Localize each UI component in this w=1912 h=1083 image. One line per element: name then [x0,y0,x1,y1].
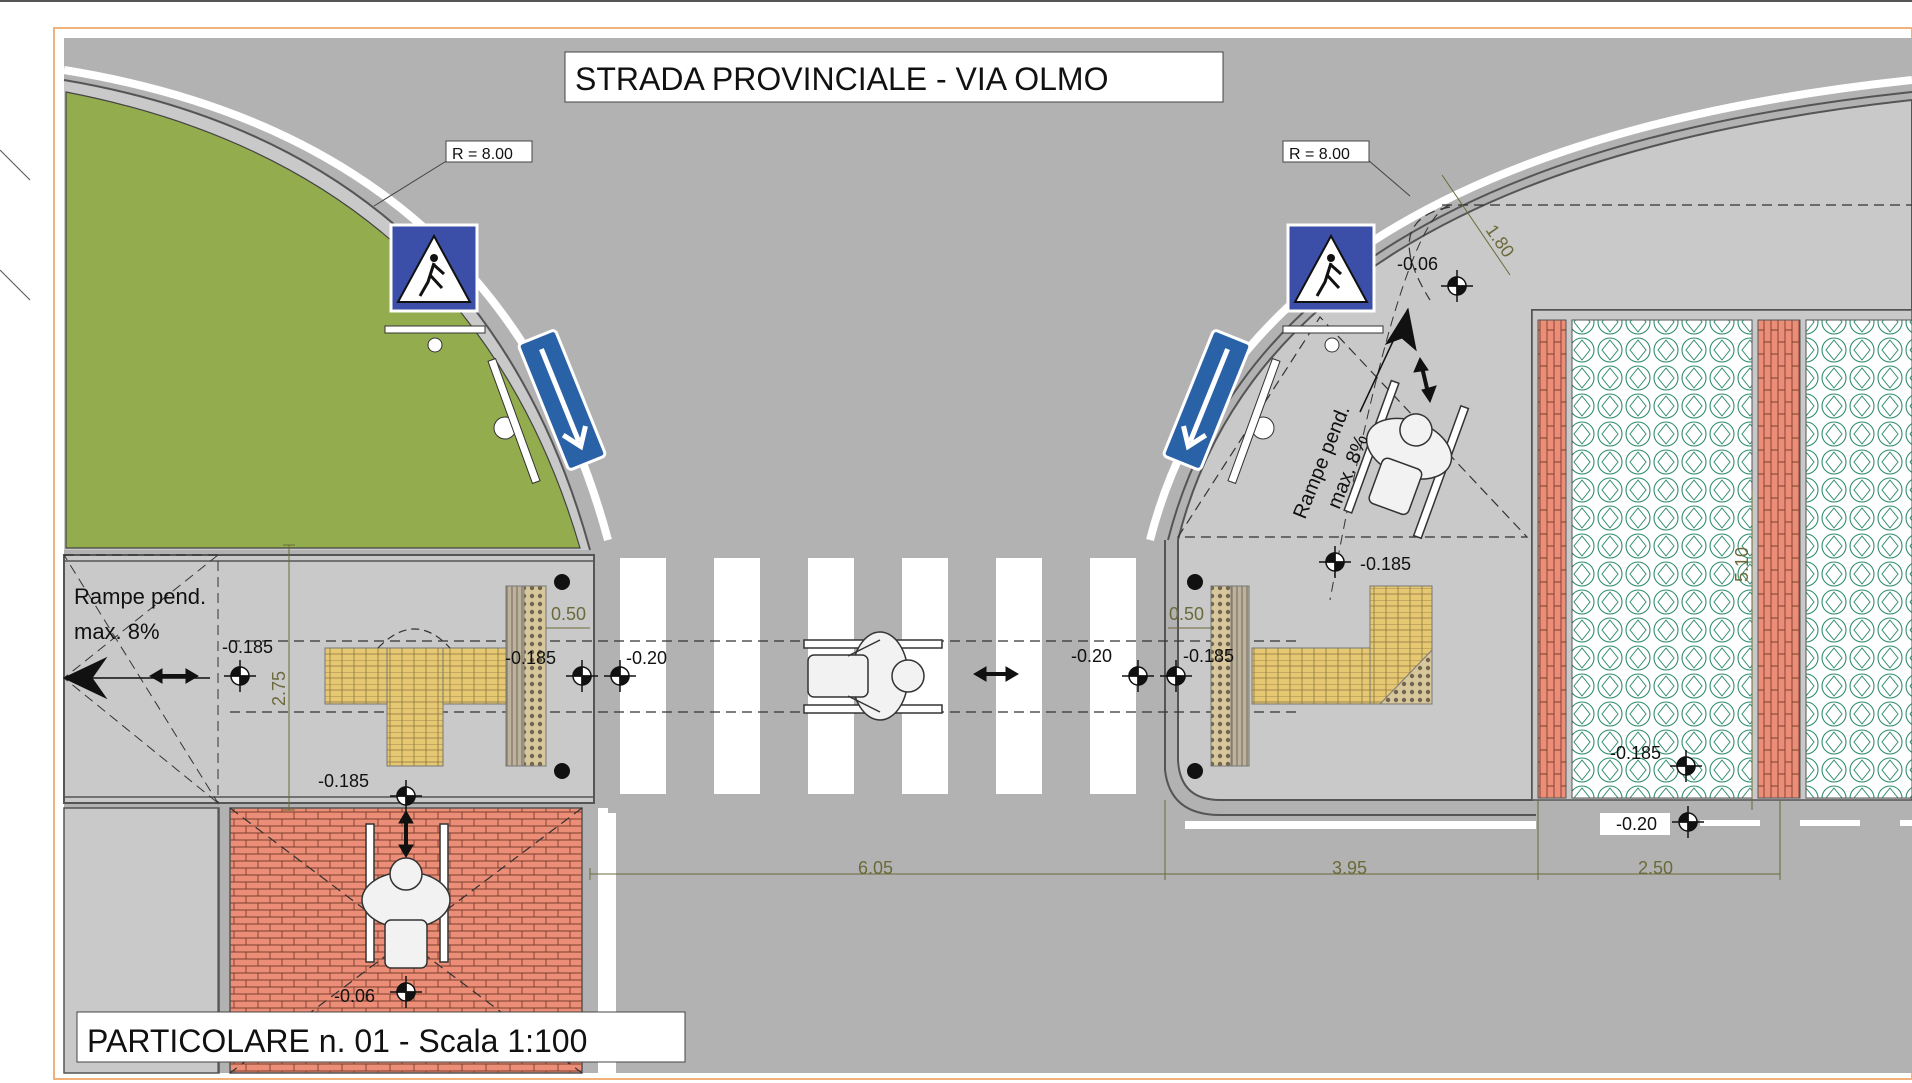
dim-050-right: 0.50 [1169,604,1204,624]
bollards [554,574,1203,779]
brick-strip-2 [1757,319,1801,799]
right-sidewalk [1177,98,1912,801]
pedestrian-sign-icon-left [389,223,479,313]
elev-right-mid: -0.185 [1360,554,1411,574]
pedestrian-sign-icon-right [1286,223,1376,313]
elev-parking: -0.185 [1610,743,1661,763]
dim-395: 3.95 [1332,858,1367,878]
direction-arrow-icon-right [1162,329,1252,471]
ramp-label-left-2: max. 8% [74,619,160,644]
double-arrow-icons [62,307,1437,858]
wheelchair-icon-crossing [803,631,943,721]
elev-right-road: -0.20 [1071,646,1112,666]
ramp-label-left-1: Rampe pend. [74,584,206,609]
elev-right-inner: -0.185 [1183,646,1234,666]
page-title: STRADA PROVINCIALE - VIA OLMO [575,61,1108,97]
dim-250: 2.50 [1638,858,1673,878]
wheelchair-icon-left [361,823,451,969]
grass-paver-2 [1805,319,1912,799]
brick-strip-1 [1537,319,1567,799]
elev-parking-road: -0.20 [1616,814,1657,834]
dim-275: 2.75 [269,671,289,706]
elev-bottom-ramp: -0.06 [334,986,375,1006]
footer-scale-label: PARTICOLARE n. 01 - Scala 1:100 [87,1023,587,1059]
dim-510: 5.10 [1732,547,1752,582]
tactile-left-v [386,647,444,767]
dim-605: 6.05 [858,858,893,878]
elev-left-road: -0.20 [626,648,667,668]
elev-left-outer: -0.185 [222,637,273,657]
grass-paver-1 [1571,319,1753,799]
tactile-warning-left [523,585,547,767]
tactile-right-h [1251,647,1381,705]
elev-left-inner: -0.185 [505,648,556,668]
dimension-lines [283,174,1781,880]
direction-arrow-icon-left [517,329,607,471]
elev-bottom-left: -0.185 [318,771,369,791]
radius-label-left: R = 8.00 [452,146,513,163]
radius-label-right: R = 8.00 [1289,146,1350,163]
tactile-warning-right [1210,585,1232,767]
elev-top-right: -0.06 [1397,254,1438,274]
dim-050-left: 0.50 [551,604,586,624]
wheelchair-icon-right [1343,379,1470,540]
level-markers [224,270,1704,1008]
